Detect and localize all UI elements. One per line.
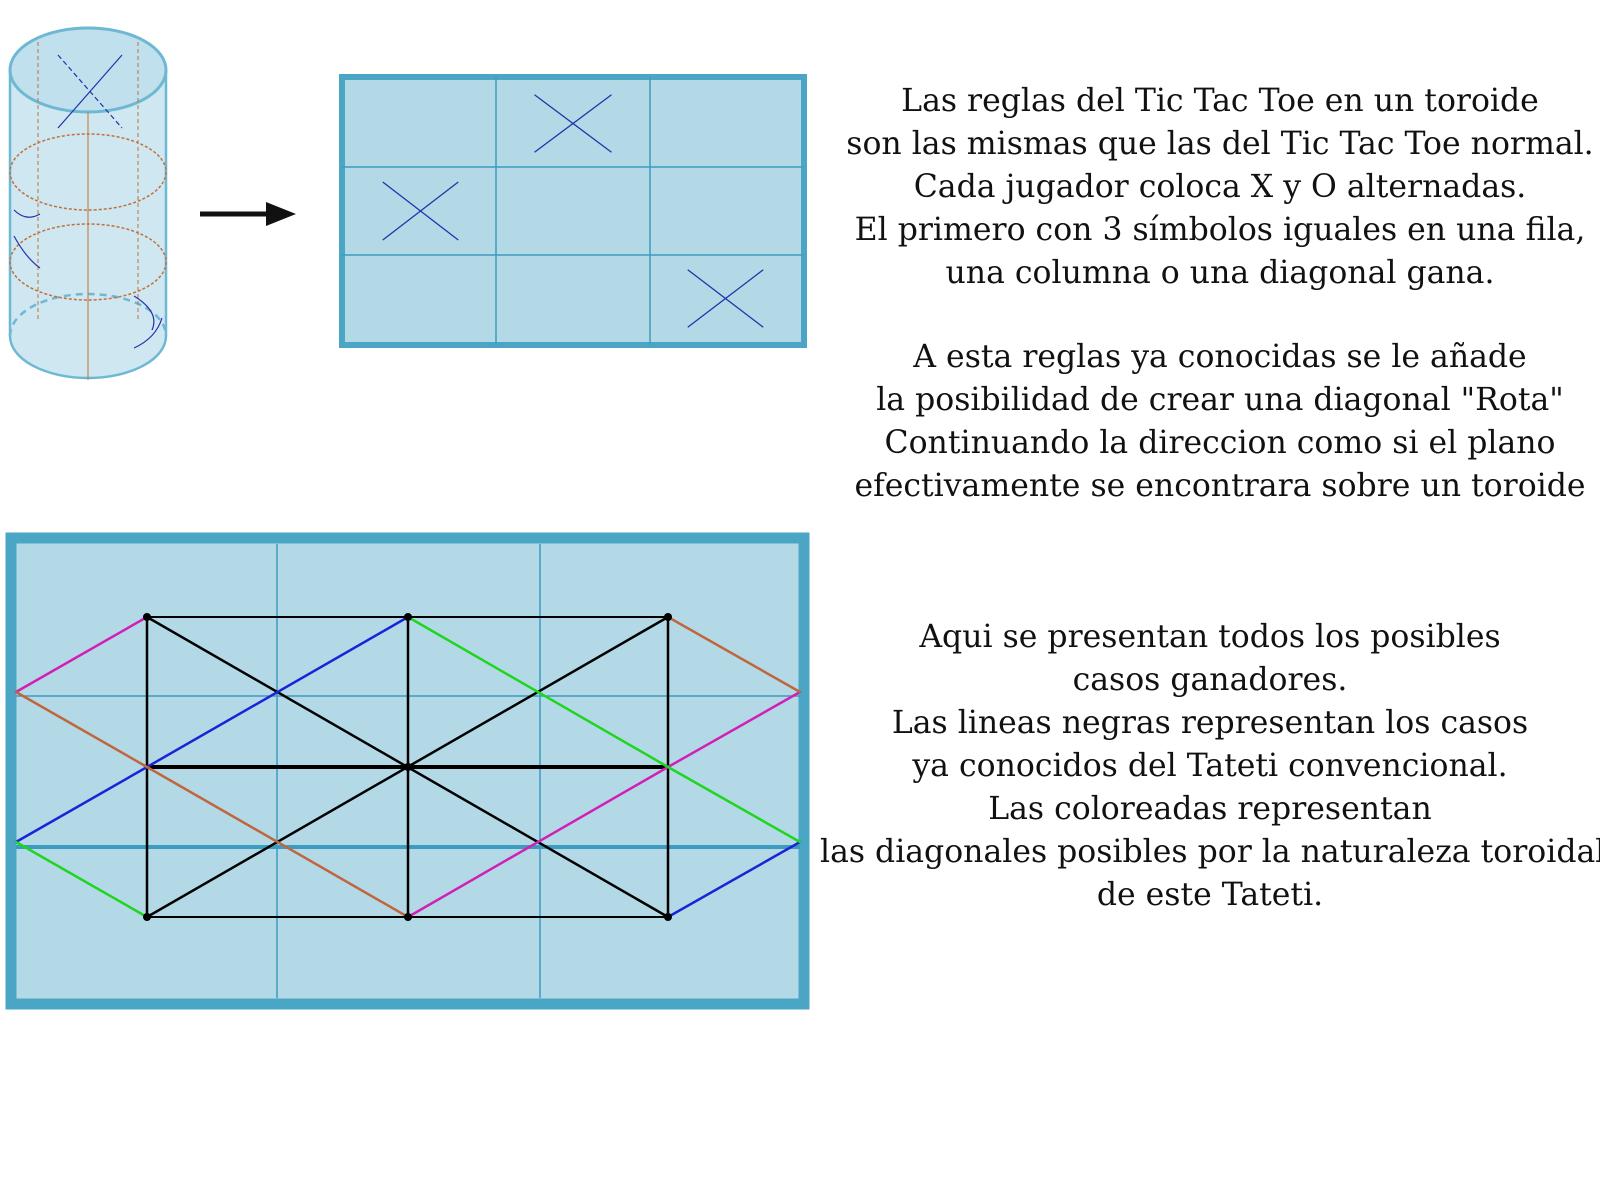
text-line: de este Tateti.: [1096, 877, 1324, 913]
arrow-head: [266, 202, 296, 226]
cylinder-x-wrap: [133, 295, 155, 331]
magenta-toroidal-diagonal: [666, 690, 802, 769]
green-toroidal-diagonal: [406, 615, 670, 769]
vertex-dot: [404, 613, 412, 621]
text-line: Cada jugador coloca X y O alternadas.: [913, 169, 1527, 205]
text-line: ya conocidos del Tateti convencional.: [912, 748, 1508, 784]
text-line: casos ganadores.: [1072, 662, 1348, 698]
vertex-dot: [664, 913, 672, 921]
vertex-dot: [664, 613, 672, 621]
text-line: Continuando la direccion como si el plan…: [884, 425, 1556, 461]
text-line: A esta reglas ya conocidas se le añade: [913, 339, 1527, 375]
cylinder-x-mark: [57, 54, 123, 129]
green-toroidal-diagonal: [14, 840, 149, 919]
brown-toroidal-diagonal: [666, 615, 802, 694]
text-line: Las reglas del Tic Tac Toe en un toroide: [901, 83, 1539, 119]
winning-cases-board: [5, 532, 810, 1010]
x-mark: [687, 269, 764, 328]
vertex-dot: [143, 613, 151, 621]
x-mark: [534, 94, 612, 153]
text-line: Las lineas negras representan los casos: [891, 705, 1529, 741]
text-line: efectivamente se encontrara sobre un tor…: [854, 468, 1586, 504]
text-line: Las coloreadas representan: [988, 791, 1432, 827]
vertex-dot: [404, 913, 412, 921]
winning-cases-text: Aqui se presentan todos los posibles caso…: [820, 616, 1600, 917]
arrow-right-icon: [200, 202, 296, 226]
blue-toroidal-diagonal: [145, 615, 410, 769]
text-line: una columna o una diagonal gana.: [945, 255, 1495, 291]
x-marks: [382, 94, 764, 328]
green-toroidal-diagonal: [666, 765, 802, 844]
text-line: las diagonales posibles por la naturalez…: [820, 834, 1600, 870]
brown-toroidal-diagonal: [14, 690, 149, 769]
text-line: la posibilidad de crear una diagonal "Ro…: [876, 382, 1564, 418]
text-line: son las mismas que las del Tic Tac Toe n…: [846, 126, 1594, 162]
cylinder-x-wrap: [13, 235, 41, 269]
brown-toroidal-diagonal: [145, 765, 410, 919]
winning-lines: [14, 613, 802, 921]
cylinder-x-wrap: [133, 317, 163, 349]
magenta-toroidal-diagonal: [14, 615, 149, 694]
rules-text: Las reglas del Tic Tac Toe en un toroide…: [840, 80, 1600, 295]
cylinder-icon: [8, 26, 168, 380]
cylinder-x-wrap: [13, 209, 41, 218]
cylinder-band: [9, 133, 167, 211]
cylinder-band: [9, 223, 167, 301]
flattened-board: [339, 74, 807, 348]
blue-toroidal-diagonal: [666, 840, 802, 919]
text-line: Aqui se presentan todos los posibles: [919, 619, 1501, 655]
magenta-toroidal-diagonal: [406, 765, 670, 919]
text-line: El primero con 3 símbolos iguales en una…: [854, 212, 1586, 248]
vertex-dot: [404, 763, 412, 771]
cylinder-top: [8, 26, 168, 114]
x-mark: [382, 181, 459, 241]
blue-toroidal-diagonal: [14, 765, 149, 844]
vertex-dot: [143, 913, 151, 921]
broken-diagonal-text: A esta reglas ya conocidas se le añade la…: [840, 336, 1600, 508]
